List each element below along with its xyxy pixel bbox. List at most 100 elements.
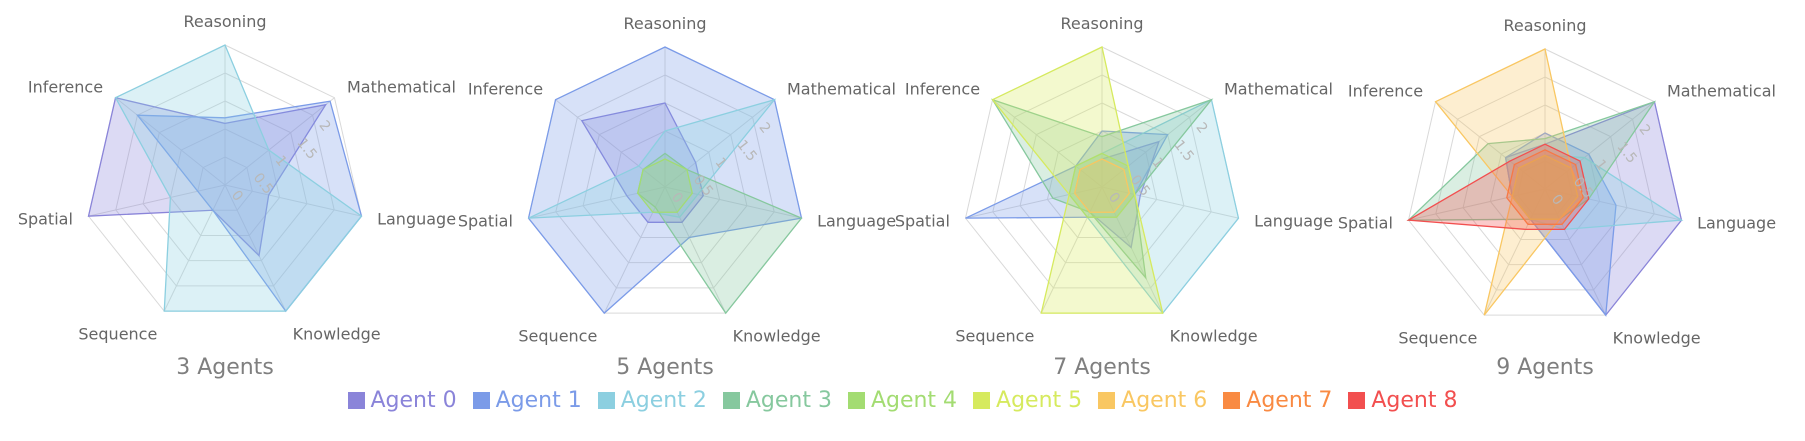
series-polygon-agent-6 [1073,158,1131,213]
legend-swatch [1223,392,1241,409]
grid-spoke [555,99,666,188]
grid-ring [142,100,308,262]
axis-label-spatial: Spatial [458,212,513,231]
legend-label: Agent 6 [1121,388,1208,413]
axis-label-inference: Inference [468,80,543,99]
grid-spoke [115,97,226,186]
legend-swatch [847,392,865,409]
grid-spoke [1040,186,1103,314]
legend-item: Agent 4 [847,388,958,413]
legend-label: Agent 1 [495,388,582,413]
axis-label-reasoning: Reasoning [623,14,706,33]
axis-label-language: Language [377,210,456,229]
grid-ring [197,156,253,211]
chart-title: 3 Agents [176,355,274,380]
legend-label: Agent 0 [370,388,457,413]
grid-ring [555,74,775,289]
axis-label-spatial: Spatial [895,212,950,231]
series-polygon-agent-3 [991,98,1214,280]
legend-item: Agent 2 [597,388,707,413]
legend-swatch [472,392,490,409]
series-polygon-agent-7 [1506,149,1584,225]
grid-ring [169,128,281,236]
legend-label: Agent 7 [1246,388,1333,413]
grid-spoke [1408,188,1546,221]
legend-label: Agent 2 [620,388,707,413]
grid-ring [1462,104,1628,266]
legend-item: Agent 0 [347,388,457,413]
legend-label: Agent 8 [1371,388,1458,413]
grid-spoke [664,186,802,219]
legend-swatch [347,392,365,409]
axis-label-inference: Inference [28,78,103,97]
legend-swatch [973,392,991,409]
grid-spoke [88,184,226,217]
grid-spoke [603,186,666,314]
grid-spoke [992,99,1103,188]
chart-title: 7 Agents [1053,355,1151,380]
grid-spoke [1544,188,1607,316]
grid-spoke [1101,186,1164,314]
chart-title: 9 Agents [1496,355,1594,380]
grid-ring [992,74,1212,289]
axis-label-mathematical: Mathematical [787,80,896,99]
grid-spoke [163,184,226,312]
axis-label-mathematical: Mathematical [347,78,456,97]
grid-spoke [664,99,775,188]
chart-title: 5 Agents [616,355,714,380]
legend-item: Agent 3 [722,388,832,413]
grid-spoke [224,97,335,186]
grid-ring [1019,102,1185,264]
legend-swatch [1098,392,1116,409]
grid-spoke [1544,188,1682,221]
axis-label-mathematical: Mathematical [1224,80,1333,99]
legend-item: Agent 5 [973,388,1082,413]
axis-label-reasoning: Reasoning [1503,16,1586,35]
legend-swatch [597,392,615,409]
grid-spoke [1435,101,1546,190]
legend-swatch [1348,392,1366,409]
grid-spoke [528,186,666,219]
legend-label: Agent 5 [996,388,1083,413]
axis-label-sequence: Sequence [78,325,157,344]
series-polygon-agent-5 [1511,154,1579,220]
axis-label-spatial: Spatial [1338,214,1393,233]
series-polygon-agent-2 [114,44,363,312]
series-polygon-agent-4 [636,158,694,213]
grid-spoke [664,186,727,314]
grid-ring [1435,76,1655,291]
axis-label-sequence: Sequence [955,327,1034,346]
legend-label: Agent 4 [870,388,958,413]
axis-label-language: Language [817,212,896,231]
series-polygon-agent-1 [527,46,803,315]
axis-label-sequence: Sequence [518,327,597,346]
grid-spoke [1101,99,1212,188]
series-polygon-agent-2 [528,98,777,219]
axis-label-language: Language [1254,212,1333,231]
legend-item: Agent 1 [472,388,582,413]
series-polygon-agent-0 [87,96,328,257]
axis-label-inference: Inference [905,80,980,99]
legend-label: Agent 3 [745,388,832,413]
series-polygon-agent-1 [136,100,363,313]
axis-label-mathematical: Mathematical [1667,82,1776,101]
grid-spoke [224,184,287,312]
legend-item: Agent 6 [1098,388,1207,413]
grid-spoke [965,186,1103,219]
axis-label-spatial: Spatial [18,210,73,229]
axis-label-sequence: Sequence [1398,329,1477,348]
grid-ring [1517,160,1573,215]
legend: Agent 0 Agent 1 Agent 2 Agent 3 Agent 4 Agent… [0,388,1805,413]
grid-spoke [1483,188,1546,316]
series-polygon-agent-6 [1434,48,1584,316]
grid-ring [609,130,721,238]
grid-ring [1046,130,1158,238]
axis-label-reasoning: Reasoning [183,12,266,31]
axis-label-knowledge: Knowledge [1170,327,1258,346]
axis-label-inference: Inference [1348,82,1423,101]
axis-label-knowledge: Knowledge [293,325,381,344]
